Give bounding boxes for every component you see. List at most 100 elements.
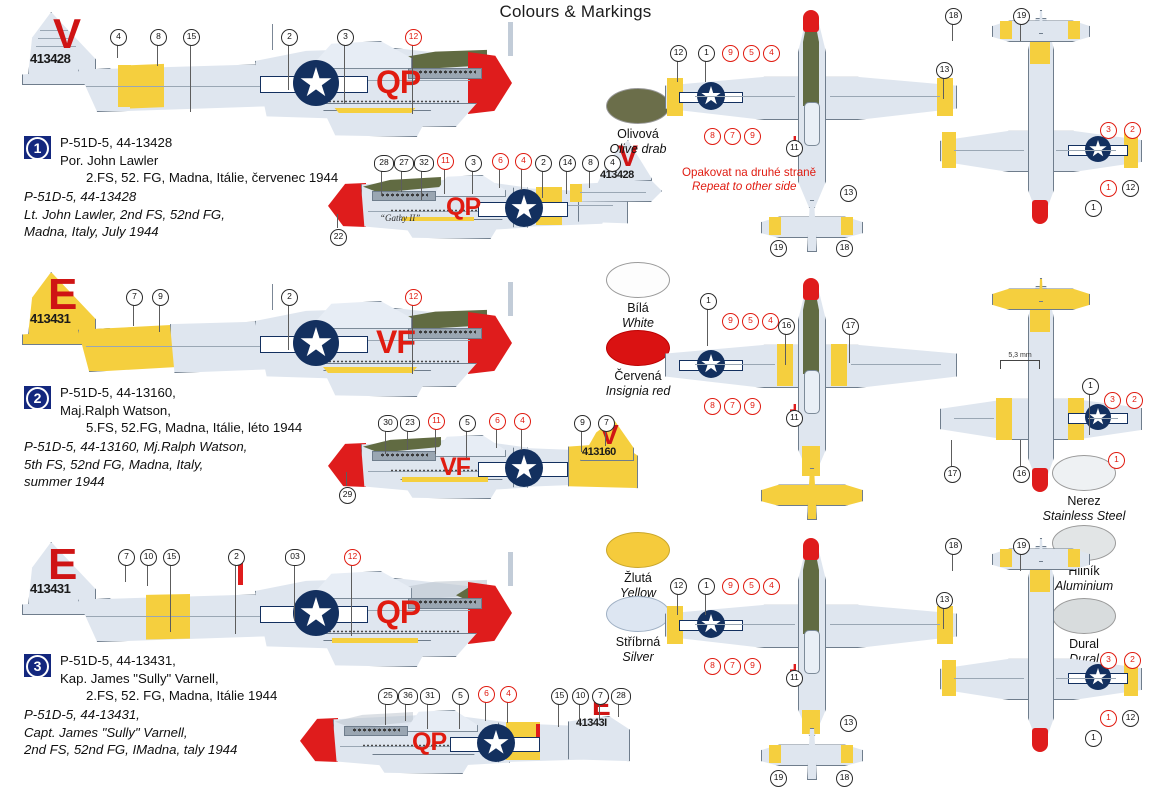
callout-1: 1 [1085,200,1102,217]
callout-6: 6 [489,413,506,430]
callout-1: 1 [1085,730,1102,747]
callout-12: 12 [405,289,422,306]
national-insignia [260,320,368,366]
callout-5: 5 [459,415,476,432]
caption-line: P-51D-5, 44-13160, [60,385,176,400]
national-insignia [679,350,743,378]
scheme-1-starboard-profile: QP “Gathy II” [328,155,628,247]
callout-4: 4 [763,45,780,62]
callout-23: 23 [400,415,420,432]
callout-9: 9 [744,658,761,675]
callout-5: 5 [743,578,760,595]
caption-line: Por. John Lawler [60,152,159,168]
caption-line: 5.FS, 52.FG, Madna, Itálie, léto 1944 [86,420,303,435]
callout-10: 10 [140,549,157,566]
scheme-2-lower-plan [930,278,1145,518]
note-cz: Opakovat na druhé straně [682,166,817,179]
callout-9: 9 [722,313,739,330]
callout-9: 9 [152,289,169,306]
callout-12: 12 [405,29,422,46]
callout-5: 5 [742,313,759,330]
callout-10: 10 [572,688,589,705]
scheme-3-upper-plan [665,538,965,788]
scheme-2-starboard-profile: VF V 413160 [328,415,638,507]
caption-line: summer 1944 [24,474,105,489]
national-insignia [478,189,568,227]
national-insignia [260,60,368,106]
callout-30: 30 [378,415,398,432]
callout-11: 11 [786,140,803,157]
colour-swatch [606,596,670,632]
callout-03: 03 [285,549,305,566]
colour-swatch [606,330,670,366]
callout-7: 7 [724,128,741,145]
callout-5: 5 [743,45,760,62]
callout-13: 13 [840,185,857,202]
scheme-3-caption-en: P-51D-5, 44-13431, Capt. James "Sully" V… [24,706,237,759]
national-insignia [450,724,540,762]
caption-line: 5th FS, 52nd FG, Madna, Italy, [24,456,204,472]
callout-6: 6 [492,153,509,170]
national-insignia [478,449,568,487]
scheme-2-upper-plan [665,278,965,528]
callout-22: 22 [330,229,347,246]
colour-swatch [606,262,670,298]
fuselage-code-letters: QP [376,64,421,100]
caption-line: 2.FS, 52. FG, Madna, Itálie 1944 [86,688,278,703]
callout-9: 9 [744,398,761,415]
callout-7: 7 [598,415,615,432]
fuselage-code-letters: VF [440,453,471,481]
scheme-1-upper-plan [665,10,965,260]
callout-2: 2 [1124,122,1141,139]
fuselage-code-letters: QP [376,594,421,630]
tail-letter: E [48,540,78,589]
callout-3: 3 [1100,652,1117,669]
legend-name-en: Stainless Steel [1042,509,1126,523]
caption-line: Lt. John Lawler, 2nd FS, 52nd FG, [24,206,225,222]
caption-line: P-51D-5, 44-13428 [24,189,137,204]
caption-line: Capt. James "Sully" Varnell, [24,724,188,740]
callout-16: 16 [778,318,795,335]
callout-13: 13 [840,715,857,732]
callout-17: 17 [842,318,859,335]
callout-4: 4 [515,153,532,170]
callout-18: 18 [836,240,853,257]
scheme-1-starboard-tail: V 413428 [570,140,666,214]
callout-15: 15 [551,688,568,705]
tail-serial: 413428 [600,169,634,181]
callout-11: 11 [428,413,445,430]
tail-serial: 413428 [30,51,71,66]
callout-28: 28 [374,155,394,172]
callout-4: 4 [110,29,127,46]
scheme-3-port-profile: QP E 413431 [20,538,580,673]
callout-8: 8 [704,128,721,145]
legend-name-en: Olive drab [609,142,667,156]
callout-8: 8 [582,155,599,172]
callout-3: 3 [337,29,354,46]
callout-1: 1 [698,578,715,595]
legend-name-cz: Olivová [617,127,659,141]
scheme-2-caption: P-51D-5, 44-13160, Maj.Ralph Watson, 5.F… [60,384,302,437]
callout-12: 12 [670,578,687,595]
callout-8: 8 [704,398,721,415]
callout-2: 2 [535,155,552,172]
caption-line: Kap. James "Sully" Varnell, [60,670,219,686]
callout-12: 12 [1122,180,1139,197]
nose-art-name: “Gathy II” [380,213,421,223]
callout-1: 1 [700,293,717,310]
scheme-1-lower-plan [930,10,1145,250]
callout-1: 1 [1082,378,1099,395]
caption-line: P-51D-5, 44-13428 [60,135,173,150]
dimension-value: 5,3 mm [1008,352,1032,359]
national-insignia [1068,404,1128,430]
legend-name-cz: Červená [614,369,662,383]
scheme-number: 1 [26,137,49,160]
dimension-annotation: 5,3 mm [1000,352,1040,369]
note-en: Repeat to other side [692,180,797,193]
scheme-2-port-profile: VF E 413431 [20,268,580,403]
callout-2: 2 [281,289,298,306]
callout-18: 18 [836,770,853,787]
caption-line: 2nd FS, 52nd FG, IMadna, taly 1944 [24,742,238,757]
caption-line: P-51D-5, 44-13431, [60,653,176,668]
